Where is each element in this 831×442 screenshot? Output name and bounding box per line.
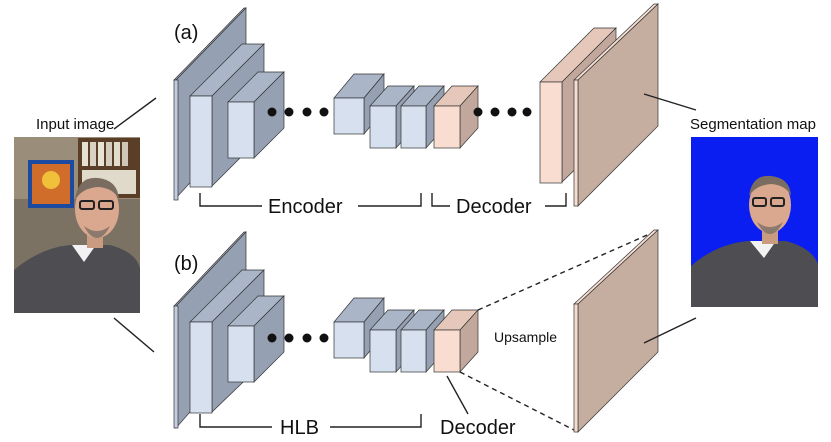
decoder-block-b: [433, 309, 479, 373]
input-connector-b: [113, 317, 155, 353]
output-slab-a: [573, 3, 659, 207]
decoder-label-b: Decoder: [440, 417, 516, 439]
upsample-label: Upsample: [494, 329, 557, 345]
upsample-projection: [459, 231, 655, 431]
panel-b-label: (b): [174, 253, 198, 275]
ellipsis-dots-b: [267, 333, 329, 343]
segmentation-map-image: [691, 137, 818, 307]
ellipsis-dots-a2: [473, 107, 532, 117]
hlb-block-4: [333, 297, 385, 359]
encoder-bracket: [199, 193, 422, 207]
output-connector-b: [643, 317, 697, 344]
output-slab-b: [573, 229, 659, 433]
hlb-label: HLB: [280, 417, 319, 439]
hlb-bracket: [199, 414, 422, 428]
encoder-label: Encoder: [268, 196, 343, 218]
decoder-bracket-a: [431, 193, 567, 207]
panel-a-label: (a): [174, 22, 198, 44]
input-image: [14, 137, 140, 313]
input-image-label: Input image: [36, 116, 114, 133]
decoder-pointer-b: [446, 375, 469, 415]
ellipsis-dots-a1: [267, 107, 329, 117]
input-connector-a: [113, 97, 157, 130]
output-connector-a: [643, 93, 697, 111]
decoder-block-1: [433, 85, 479, 149]
decoder-label-a: Decoder: [456, 196, 532, 218]
segmentation-map-label: Segmentation map: [690, 116, 816, 133]
